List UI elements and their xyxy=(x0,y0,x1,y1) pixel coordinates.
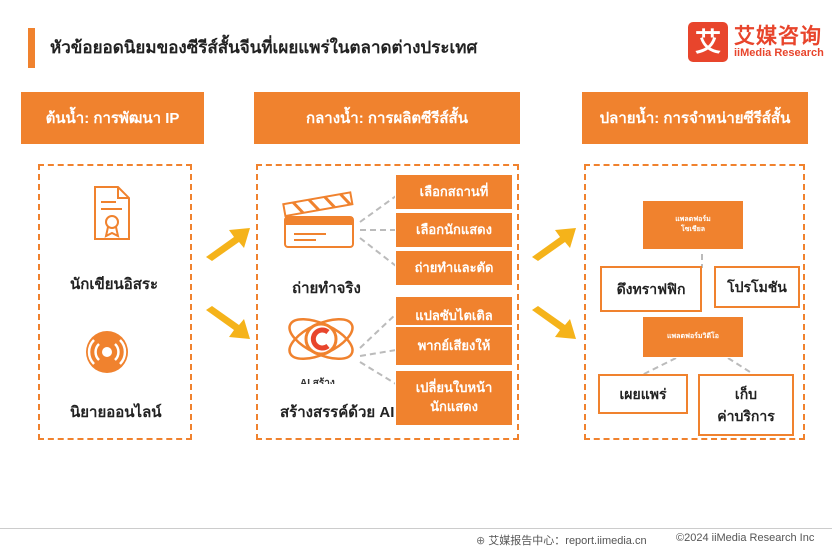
mid-connector-lines xyxy=(359,195,397,385)
box-traffic: ดึงทราฟฟิก xyxy=(600,266,702,312)
clapperboard-icon xyxy=(282,191,354,248)
brand-logo-icon: 艾 xyxy=(688,22,728,62)
box-distribution: เผยแพร่ xyxy=(598,374,688,414)
footer-source-text: 艾媒报告中心：report.iimedia.cn xyxy=(488,535,647,546)
arrow-up-right-icon xyxy=(532,228,576,261)
ai-caption: AI สร้าง xyxy=(300,378,335,384)
tag-shoot-and-edit: ถ่ายทำและตัด xyxy=(395,250,513,286)
upstream-item-web-novel: นิยายออนไลน์ xyxy=(70,404,162,421)
downstream-header: ปลายน้ำ: การจำหน่ายซีรีส์สั้น xyxy=(582,92,808,144)
tag-location-scouting: เลือกสถานที่ xyxy=(395,174,513,210)
footer-divider xyxy=(0,528,832,529)
downstream-box xyxy=(584,164,805,440)
tag-casting: เลือกนักแสดง xyxy=(395,212,513,248)
upstream-box xyxy=(38,164,192,440)
page-title: หัวข้อยอดนิยมของซีรีส์สั้นจีนที่เผยแพร่ใ… xyxy=(50,38,478,57)
brand-name-en: iiMedia Research xyxy=(734,47,824,59)
box-fee-collection: เก็บ ค่าบริการ xyxy=(698,374,794,436)
footer-source: ⊕ 艾媒报告中心：report.iimedia.cn xyxy=(476,532,647,546)
brand-name-cn: 艾媒咨询 xyxy=(734,25,822,48)
broadcast-icon xyxy=(86,331,128,373)
arrow-down-right-icon xyxy=(206,306,250,339)
midstream-header: กลางน้ำ: การผลิตซีรีส์สั้น xyxy=(254,92,520,144)
globe-icon: ⊕ xyxy=(476,535,486,546)
box-promotion: โปรโมชัน xyxy=(714,266,800,308)
mid-label-live-shooting: ถ่ายทำจริง xyxy=(292,280,361,297)
arrow-down-right-icon xyxy=(532,306,576,339)
upstream-item-freelance-writer: นักเขียนอิสระ xyxy=(70,276,159,293)
tag-subtitle-translation: แปลซับไตเติล xyxy=(395,296,513,326)
platform-social: แพลตฟอร์ม โซเชียล xyxy=(642,200,744,250)
ai-orbit-icon xyxy=(288,317,354,361)
brand-logo-block: 艾 艾媒咨询 iiMedia Research xyxy=(688,20,828,64)
platform-video: แพลตฟอร์มวิดีโอ xyxy=(642,316,744,358)
arrow-up-right-icon xyxy=(206,228,250,261)
title-accent-bar xyxy=(28,28,35,68)
tag-face-swap: เปลี่ยนใบหน้า นักแสดง xyxy=(395,370,513,426)
tag-dubbing: พากย์เสียงให้ xyxy=(395,326,513,366)
certificate-icon xyxy=(94,186,130,240)
footer-copyright: ©2024 iiMedia Research Inc xyxy=(676,532,815,544)
upstream-header: ต้นน้ำ: การพัฒนา IP xyxy=(21,92,204,144)
down-connector-lines xyxy=(633,254,771,377)
mid-label-ai-creation: สร้างสรรค์ด้วย AI xyxy=(280,404,395,421)
midstream-box xyxy=(256,164,519,440)
